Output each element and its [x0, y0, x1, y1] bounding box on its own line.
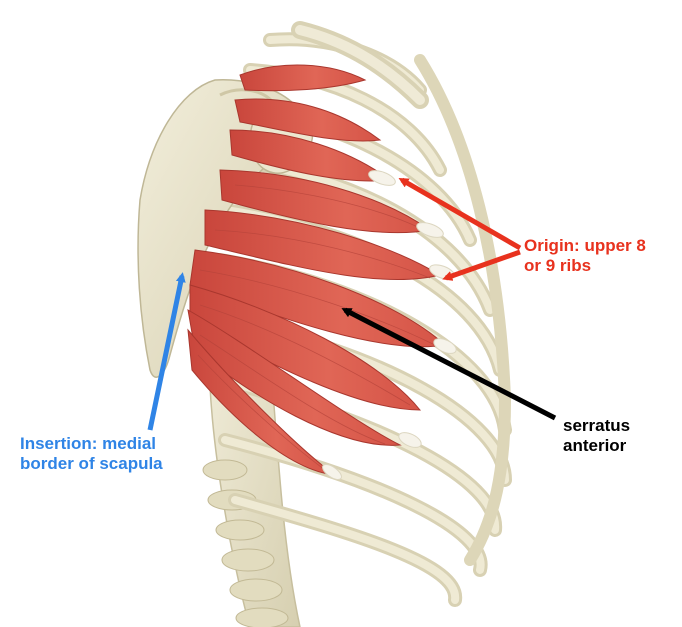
insertion-label: Insertion: medial border of scapula [20, 434, 163, 474]
serratus-arrow [341, 307, 557, 421]
origin-label-line1: Origin: upper 8 [524, 236, 646, 255]
insertion-label-line2: border of scapula [20, 454, 163, 473]
origin-arrows [398, 177, 522, 281]
serratus-anterior-label-line2: anterior [563, 436, 627, 455]
insertion-arrow [147, 272, 186, 431]
serratus-anterior-label: serratus anterior [563, 416, 630, 456]
insertion-label-line1: Insertion: medial [20, 434, 157, 453]
origin-label: Origin: upper 8 or 9 ribs [524, 236, 646, 276]
serratus-anterior-muscle [187, 64, 447, 476]
origin-label-line2: or 9 ribs [524, 256, 592, 275]
serratus-anterior-label-line1: serratus [563, 416, 631, 435]
